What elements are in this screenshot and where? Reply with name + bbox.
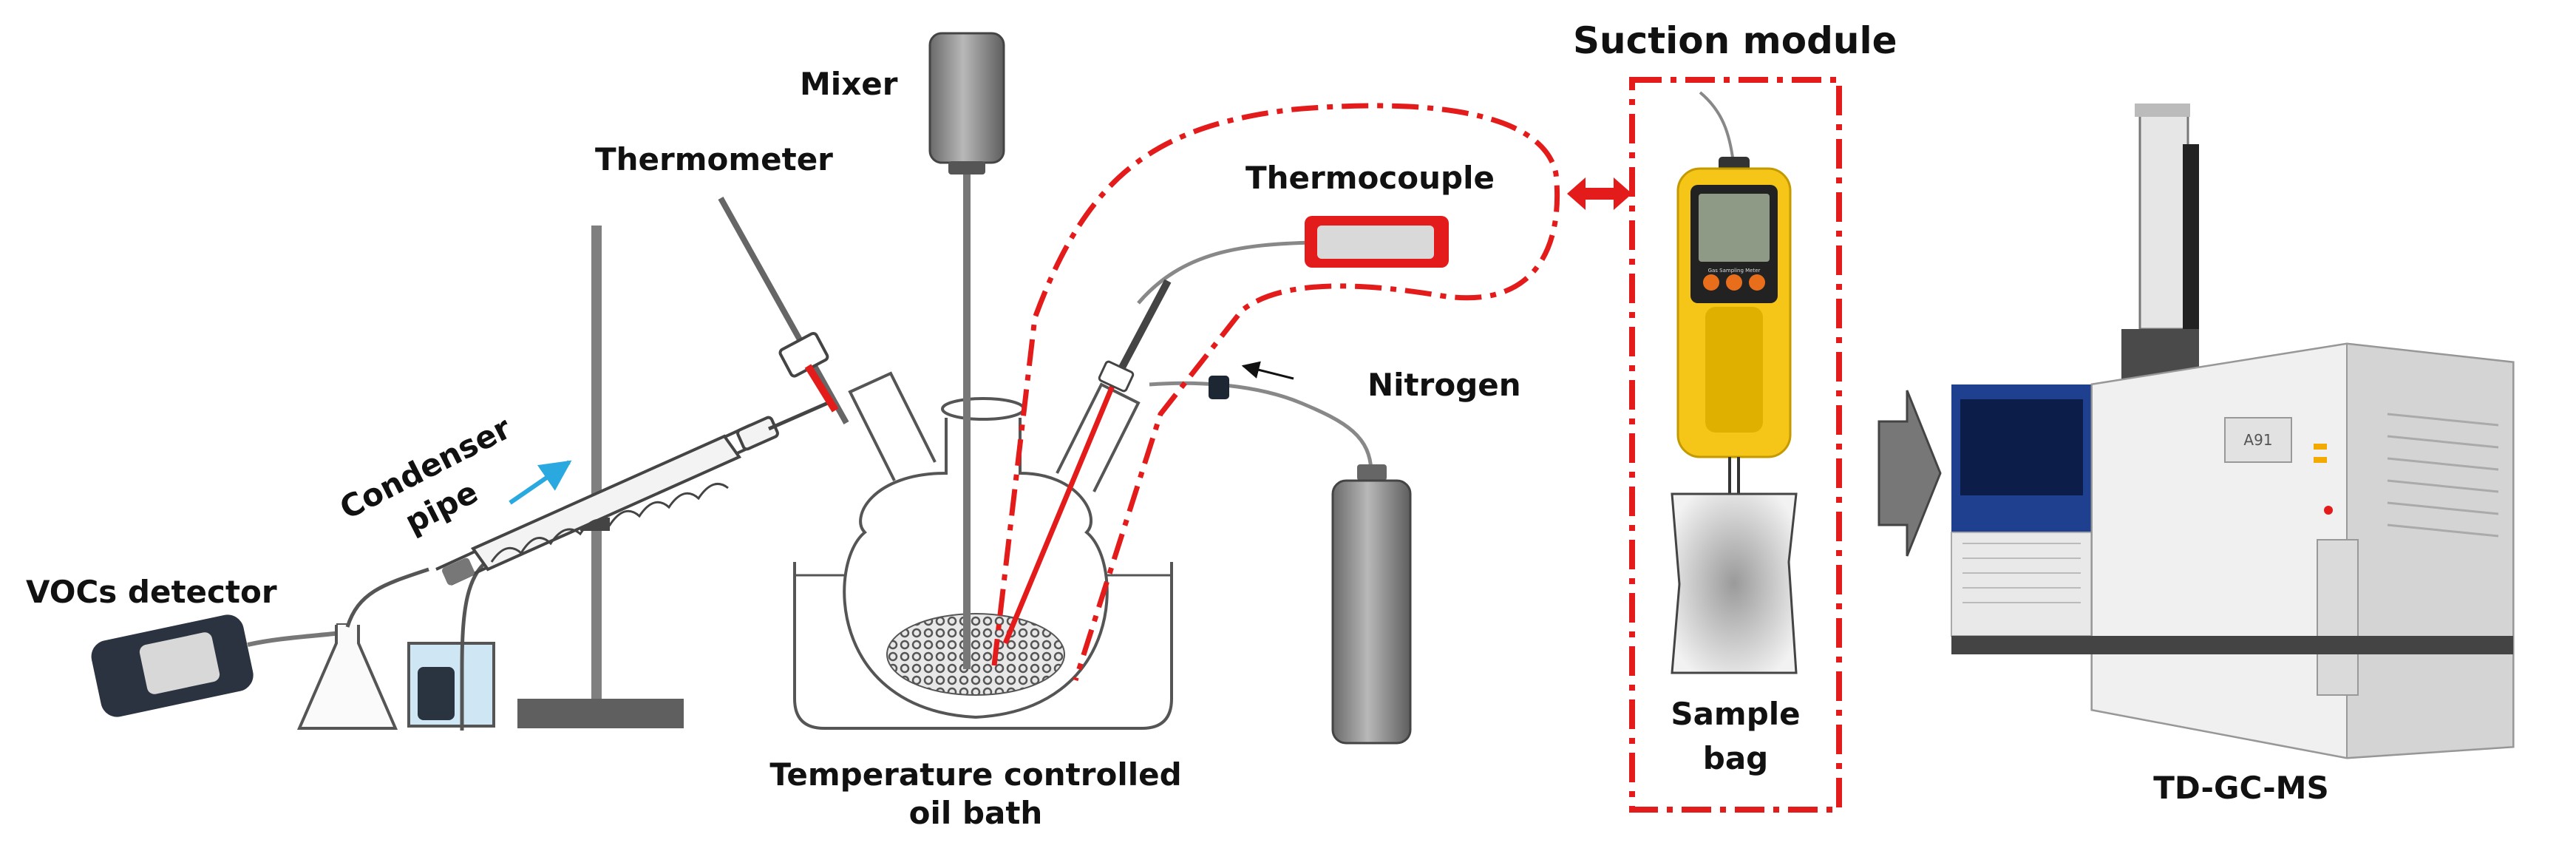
gcms-label: TD-GC-MS [2153, 770, 2328, 806]
sample-bag [1671, 492, 1798, 674]
gas-sampling-meter: Gas Sampling Meter [1676, 91, 1792, 494]
detector-tube [247, 630, 348, 647]
granular-sample [886, 613, 1065, 696]
gas-collection-path [991, 103, 1560, 682]
erlenmeyer-flask [296, 623, 398, 730]
mixer-label: Mixer [800, 66, 898, 102]
vocs-detector-device [91, 614, 254, 717]
meter-caption: Gas Sampling Meter [1708, 268, 1761, 274]
vocs-detector-label: VOCs detector [26, 574, 277, 610]
sample-bag-label-line2: bag [1703, 740, 1768, 776]
thermocouple [1002, 216, 1449, 645]
nitrogen-cylinder [1149, 376, 1412, 745]
water-beaker [407, 556, 495, 731]
transfer-arrow-icon [1877, 390, 1942, 557]
flask-connector-tube [345, 567, 429, 628]
flow-arrow-icon [509, 460, 572, 505]
oil-bath-label-line1: Temperature controlled [769, 756, 1181, 793]
nitrogen-label: Nitrogen [1367, 367, 1521, 403]
nitrogen-flow-arrow-icon [1241, 361, 1294, 380]
bidirectional-arrow-icon [1567, 177, 1632, 210]
condenser-pipe [435, 401, 829, 586]
sample-bag-label-line1: Sample [1671, 696, 1800, 732]
instrument-model: A91 [2243, 431, 2272, 449]
mixer [928, 32, 1005, 669]
suction-module-title: Suction module [1573, 19, 1897, 62]
suction-module-box [1629, 77, 1842, 813]
td-gc-ms-instrument: A91 [1951, 104, 2515, 759]
retort-stand [517, 226, 684, 728]
thermometer [718, 197, 849, 424]
thermometer-label: Thermometer [595, 141, 833, 177]
thermocouple-label: Thermocouple [1245, 160, 1495, 196]
oil-bath-label-line2: oil bath [909, 795, 1043, 831]
